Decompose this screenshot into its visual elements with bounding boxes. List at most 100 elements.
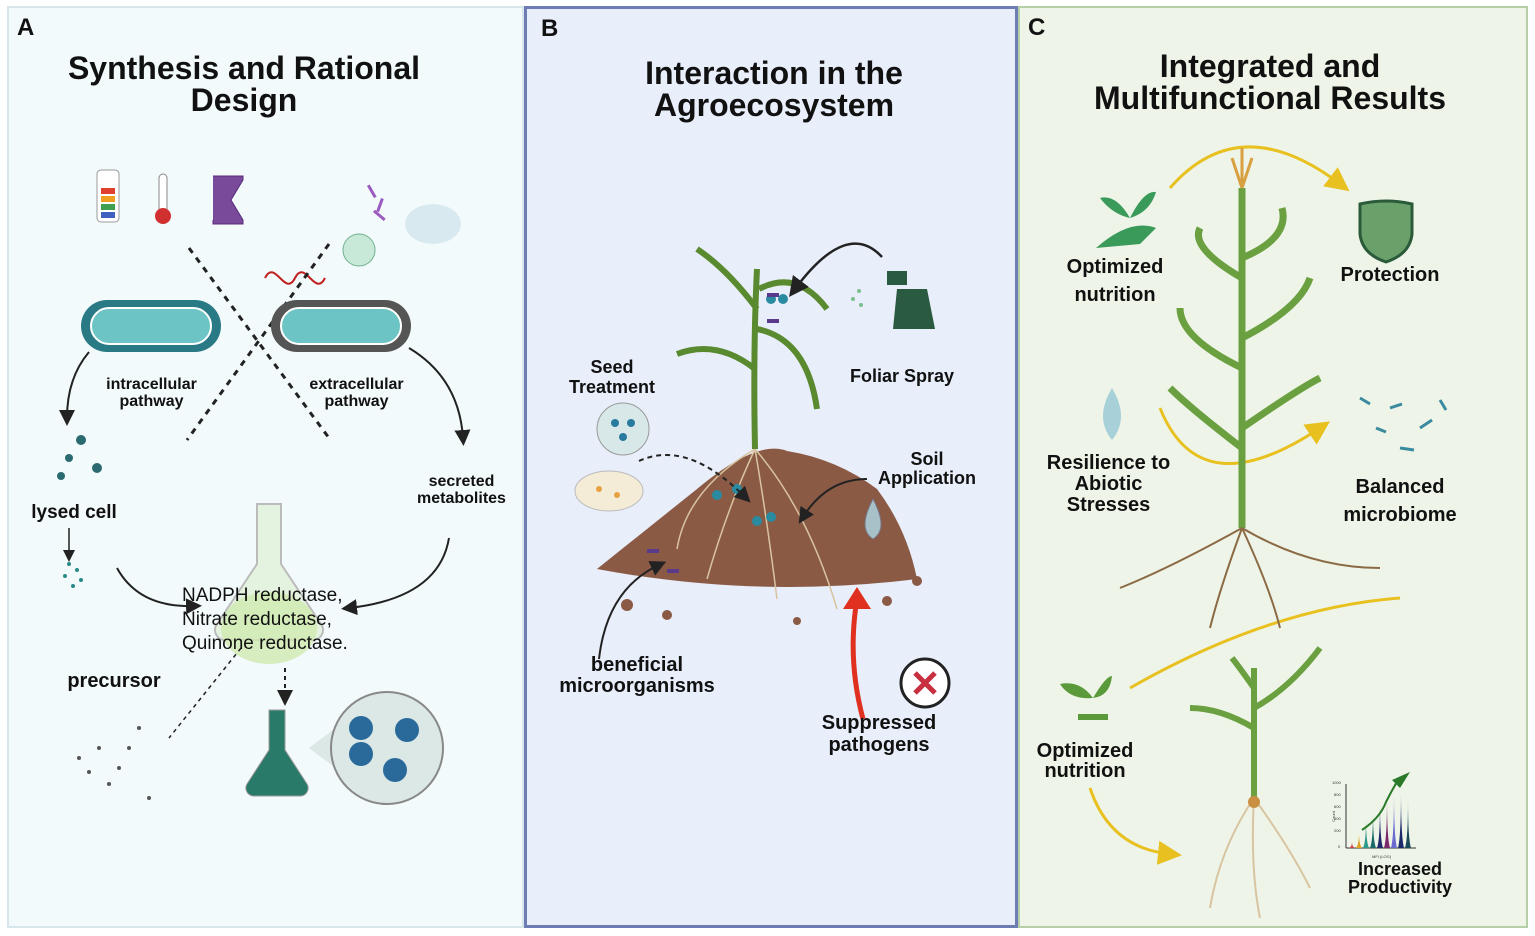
mature-maize-plant (1167, 188, 1322, 528)
microbiome-icon (1359, 396, 1448, 452)
nutrition-top-label-2: nutrition (1074, 284, 1156, 306)
panel-letter: B (541, 15, 559, 42)
thermometer-icon (155, 173, 171, 224)
suppressed-label-1: Suppressed (821, 712, 937, 734)
resilience-label-1: Resilience to (1046, 452, 1171, 474)
histogram-peak (1349, 842, 1355, 848)
soil-label-2: Application (878, 468, 976, 488)
seed (1248, 796, 1260, 808)
beneficial-label-1: beneficial (590, 654, 684, 676)
panel-b-illustration (574, 242, 951, 720)
droplet-icon (864, 497, 882, 540)
nanoparticle-zoom-icon (309, 691, 444, 805)
mini-y-tick: 400 (1334, 816, 1341, 821)
enzyme-label-1: NADPH reductase, (182, 585, 343, 606)
panel-title-line1: Integrated and (1159, 48, 1381, 84)
particles-icon (63, 562, 83, 588)
flask-small-icon (245, 709, 309, 797)
panel-a-illustration (57, 169, 471, 805)
dna-icon (264, 271, 326, 285)
tassel (1230, 148, 1254, 189)
panel-c-illustration (1060, 145, 1448, 919)
productivity-mini-chart (1345, 772, 1416, 849)
foliar-spray-label: Foliar Spray (849, 366, 955, 386)
mini-y-tick: 200 (1334, 828, 1341, 833)
histogram-peak (1398, 790, 1404, 848)
young-roots (1209, 797, 1311, 919)
intracellular-label-2: pathway (119, 393, 184, 410)
histogram-peak (1356, 832, 1362, 848)
panel-synthesis: A Synthesis and Rational Design intracel… (7, 6, 524, 928)
roots (676, 448, 838, 610)
protection-label: Protection (1340, 264, 1440, 286)
sprout-hand-icon (1096, 191, 1156, 248)
panel-letter: A (17, 14, 35, 41)
histogram-peak (1370, 812, 1376, 848)
microbiome-label-1: Balanced (1355, 476, 1445, 498)
lysed-cell-label: lysed cell (31, 502, 117, 523)
test-tube-icon (96, 169, 120, 223)
panel-title-line1: Synthesis and Rational (67, 50, 421, 86)
mini-xlabel: MFI (LOG) (1372, 854, 1392, 859)
panel-results: C Integrated and Multifunctional Results… (1018, 6, 1528, 928)
mini-y-tick: 1000 (1332, 780, 1341, 785)
seed-label-1: Seed (590, 357, 634, 377)
extracellular-label-2: pathway (324, 393, 389, 410)
lysed-cell-icon (57, 435, 102, 480)
arrow-extracellular (408, 347, 471, 446)
secreted-label-1: secreted (428, 473, 495, 490)
dashed-divider (185, 243, 331, 441)
histogram-peak (1377, 804, 1383, 848)
mini-y-tick: 0 (1338, 844, 1341, 849)
nutrition-bottom-label-2: nutrition (1044, 760, 1126, 782)
arrow-intracellular (59, 351, 90, 426)
resilience-label-2: Abiotic (1074, 473, 1143, 495)
mini-ylabel: Count (1330, 811, 1336, 822)
cancel-x-icon (899, 657, 951, 709)
bacteria-cluster-icon (342, 184, 461, 267)
flask-large-icon (214, 503, 324, 664)
precursor-label: precursor (67, 670, 161, 692)
soil-label-1: Soil (910, 449, 944, 469)
enzyme-label-3: Quinone reductase. (182, 633, 348, 654)
maize-seedling (675, 246, 830, 450)
panel-title-line2: Design (190, 82, 298, 118)
panel-title-line2: Multifunctional Results (1094, 80, 1446, 116)
spray-arrow (789, 242, 883, 298)
soil-clumps (621, 576, 922, 625)
seedling-icon (1060, 676, 1112, 720)
productivity-label-2: Productivity (1347, 877, 1453, 897)
water-drop-icon (1103, 388, 1121, 440)
nutrition-bottom-label-1: Optimized (1036, 740, 1134, 762)
intracellular-label-1: intracellular (106, 376, 197, 393)
bacterium-intracellular-icon (81, 300, 221, 352)
histogram-peak (1363, 818, 1369, 848)
petri-dish-icon (574, 470, 644, 512)
pathogen-suppression-arrow (850, 598, 866, 720)
histogram-peak (1391, 792, 1397, 848)
suppressed-label-2: pathogens (828, 734, 930, 756)
histogram-peak (1384, 798, 1390, 848)
panel-title-line2: Agroecosystem (653, 87, 895, 123)
panel-letter: C (1028, 14, 1046, 41)
purple-bacteria (647, 293, 779, 573)
bacterium-extracellular-icon (271, 300, 411, 352)
spray-bottle-icon (851, 271, 935, 329)
shield-icon (1358, 199, 1414, 264)
resilience-label-3: Stresses (1066, 494, 1151, 516)
mature-roots (1119, 527, 1381, 629)
hourglass-icon (212, 175, 244, 225)
panel-title-line1: Interaction in the (645, 55, 903, 91)
precursor-dots-icon (77, 726, 151, 800)
nutrition-top-label-1: Optimized (1066, 256, 1164, 278)
beneficial-label-2: microorganisms (559, 675, 715, 697)
mini-y-tick: 600 (1334, 804, 1341, 809)
productivity-label-1: Increased (1357, 859, 1443, 879)
seed-label-2: Treatment (568, 377, 656, 397)
histogram-peak (1405, 800, 1411, 848)
seed-zoom-icon (596, 402, 650, 456)
enzyme-label-2: Nitrate reductase, (182, 609, 332, 630)
microbiome-label-2: microbiome (1343, 504, 1457, 526)
panel-agroecosystem: B Interaction in the Agroecosystem Seed … (524, 6, 1018, 928)
mini-y-tick: 800 (1334, 792, 1341, 797)
